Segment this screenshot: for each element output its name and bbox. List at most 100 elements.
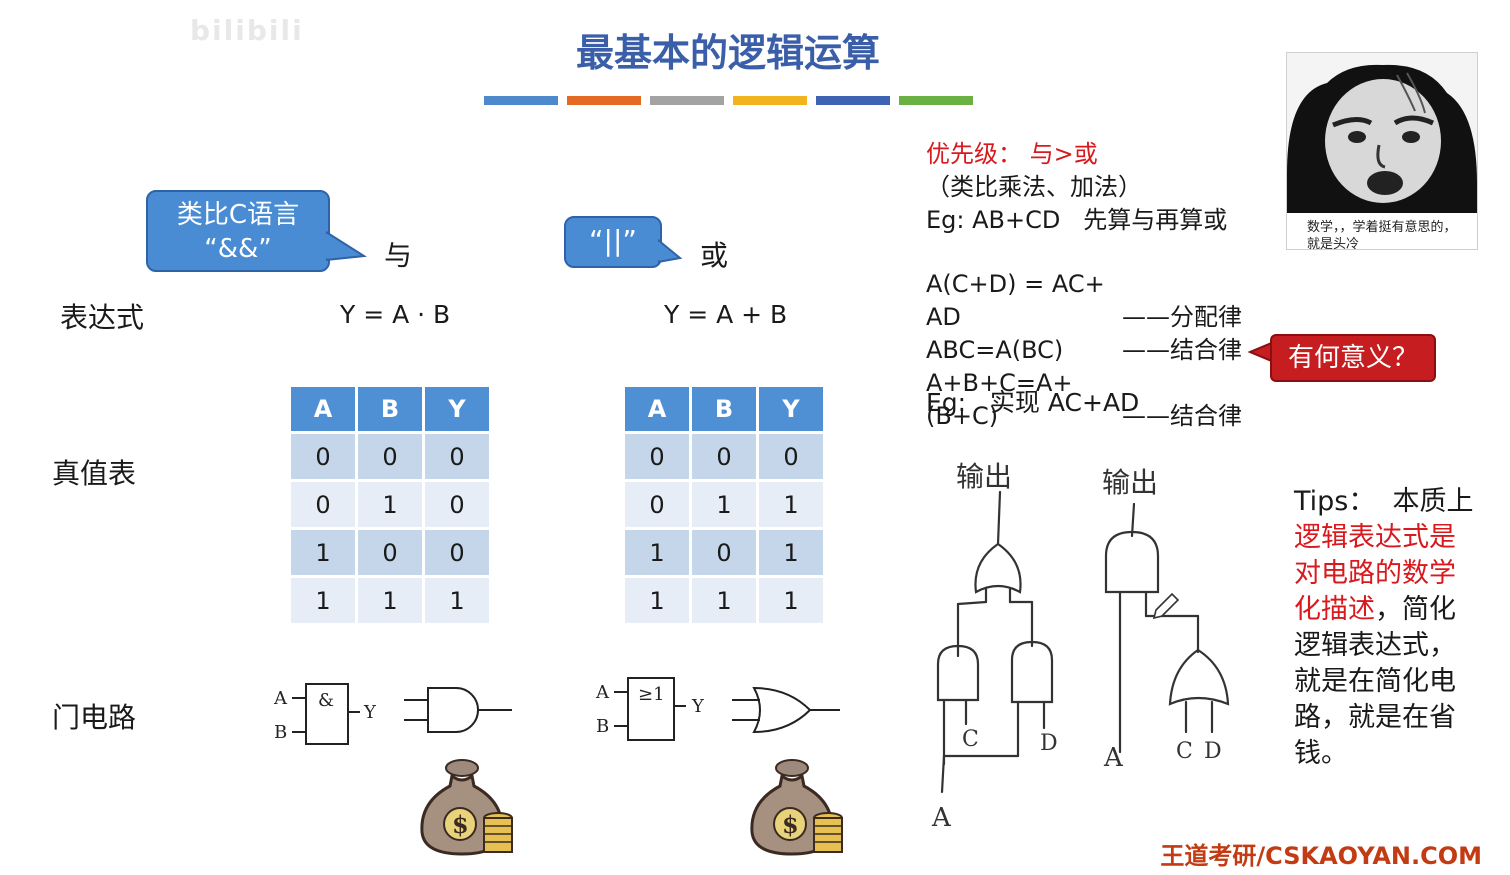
bilibili-watermark: bilibili: [190, 14, 304, 47]
table-cell: 0: [625, 434, 689, 479]
table-cell: 0: [291, 434, 355, 479]
or-label: 或: [700, 239, 729, 272]
sketch-label-c: C: [1176, 739, 1193, 764]
or-callout-text: “||”: [589, 224, 637, 257]
tips-line: 对电路的数学: [1294, 558, 1456, 589]
table-cell: 1: [692, 482, 756, 527]
sketch-label-a: A: [1103, 743, 1124, 773]
table-cell: 1: [425, 578, 489, 623]
priority-block: 优先级： 与>或 （类比乘法、加法） Eg: AB+CD 先算与再算或: [926, 138, 1227, 237]
title-color-bar: [567, 96, 641, 105]
example-text: Eg: 实现 AC+AD: [926, 388, 1140, 417]
table-cell: 0: [425, 530, 489, 575]
and-gate-iec: & A B Y: [273, 683, 377, 745]
table-cell: 1: [291, 578, 355, 623]
money-bag-icon: $: [750, 759, 843, 856]
callout-line2: “&&”: [204, 234, 272, 264]
title-color-bar: [899, 96, 973, 105]
table-cell: 0: [692, 530, 756, 575]
tips-line: 路，就是在省: [1294, 702, 1456, 733]
tips-highlight: 化描述: [1294, 594, 1375, 625]
or-gate-ansi: [732, 686, 840, 734]
row-label-truth-table: 真值表: [52, 457, 137, 490]
priority-label: 优先级：: [926, 140, 1022, 168]
money-bag-symbol: $: [782, 810, 799, 839]
table-cell: 1: [625, 530, 689, 575]
row-label-gate: 门电路: [52, 701, 137, 734]
or-gate-input-b: B: [596, 716, 609, 737]
table-cell: 1: [759, 482, 823, 527]
title-color-bar: [733, 96, 807, 105]
footer-brand: 王道考研/CSKAOYAN.COM: [1160, 842, 1482, 870]
tips-line: 钱。: [1294, 738, 1348, 769]
tips-line: 逻辑表达式是: [1294, 522, 1456, 553]
table-cell: 1: [625, 578, 689, 623]
and-label: 与: [384, 239, 413, 272]
sketch-output-right: 输出: [1102, 466, 1158, 499]
law-formula: A(C+D) = AC+ AD: [926, 270, 1105, 331]
law-formula: ABC=A(BC): [926, 336, 1064, 364]
title-color-bar: [650, 96, 724, 105]
table-header-cell: B: [692, 387, 756, 431]
sketch-label-d: D: [1204, 739, 1222, 764]
table-cell: 1: [358, 578, 422, 623]
hand-drawn-circuit-sketch: 输出 输出 C D A A C D: [931, 460, 1230, 833]
table-cell: 0: [759, 434, 823, 479]
tips-text: ，简化: [1375, 594, 1456, 625]
law-name: ——结合律: [1122, 336, 1242, 364]
sketch-label-d: D: [1040, 731, 1058, 756]
sketch-output-left: 输出: [956, 460, 1012, 493]
table-header-cell: Y: [759, 387, 823, 431]
or-operator-callout: “||”: [564, 216, 662, 268]
table-cell: 1: [759, 578, 823, 623]
law-row: A(C+D) = AC+ AD——分配律: [926, 268, 1242, 334]
table-cell: 1: [291, 530, 355, 575]
law-formula: A+B+C=A+(B+C): [926, 369, 1073, 430]
table-cell: 0: [291, 482, 355, 527]
law-row: A+B+C=A+(B+C)——结合律: [926, 367, 1242, 433]
table-header-cell: Y: [425, 387, 489, 431]
tips-line: 化描述，简化: [1294, 592, 1494, 628]
c-language-callout: 类比C语言 “&&”: [146, 190, 330, 272]
law-row: ABC=A(BC) ——结合律: [926, 334, 1242, 367]
and-gate-symbol: &: [318, 690, 334, 711]
table-cell: 0: [358, 530, 422, 575]
tips-line: Tips： 本质上: [1294, 486, 1474, 517]
title-color-bar: [816, 96, 890, 105]
table-cell: 0: [692, 434, 756, 479]
laws-block: A(C+D) = AC+ AD——分配律 ABC=A(BC) ——结合律 A+B+…: [926, 268, 1242, 433]
sketch-label-a: A: [931, 803, 952, 833]
or-gate-output: Y: [691, 696, 705, 717]
pencil-cursor-icon: [1152, 592, 1180, 620]
table-cell: 0: [425, 434, 489, 479]
tips-line: 逻辑表达式，: [1294, 630, 1456, 661]
and-expression: Y = A · B: [340, 300, 451, 329]
or-gate-symbol: ≥1: [638, 684, 665, 705]
table-header-cell: A: [291, 387, 355, 431]
row-label-expression: 表达式: [60, 301, 145, 334]
and-gate-input-a: A: [273, 688, 288, 709]
tips-block: Tips： 本质上 逻辑表达式是 对电路的数学 化描述，简化 逻辑表达式， 就是…: [1294, 484, 1494, 772]
table-cell: 0: [425, 482, 489, 527]
priority-line1: 优先级： 与>或: [926, 138, 1227, 171]
money-bag-icon: $: [420, 759, 513, 856]
and-gate-input-b: B: [274, 722, 287, 743]
table-cell: 1: [759, 530, 823, 575]
table-header-cell: A: [625, 387, 689, 431]
table-cell: 1: [358, 482, 422, 527]
table-cell: 0: [625, 482, 689, 527]
and-gate-output: Y: [363, 702, 377, 723]
table-header-cell: B: [358, 387, 422, 431]
meme-caption: 数学，，学着挺有意思的，就是头冷: [1307, 220, 1457, 252]
meaning-callout: 有何意义？: [1270, 334, 1436, 382]
